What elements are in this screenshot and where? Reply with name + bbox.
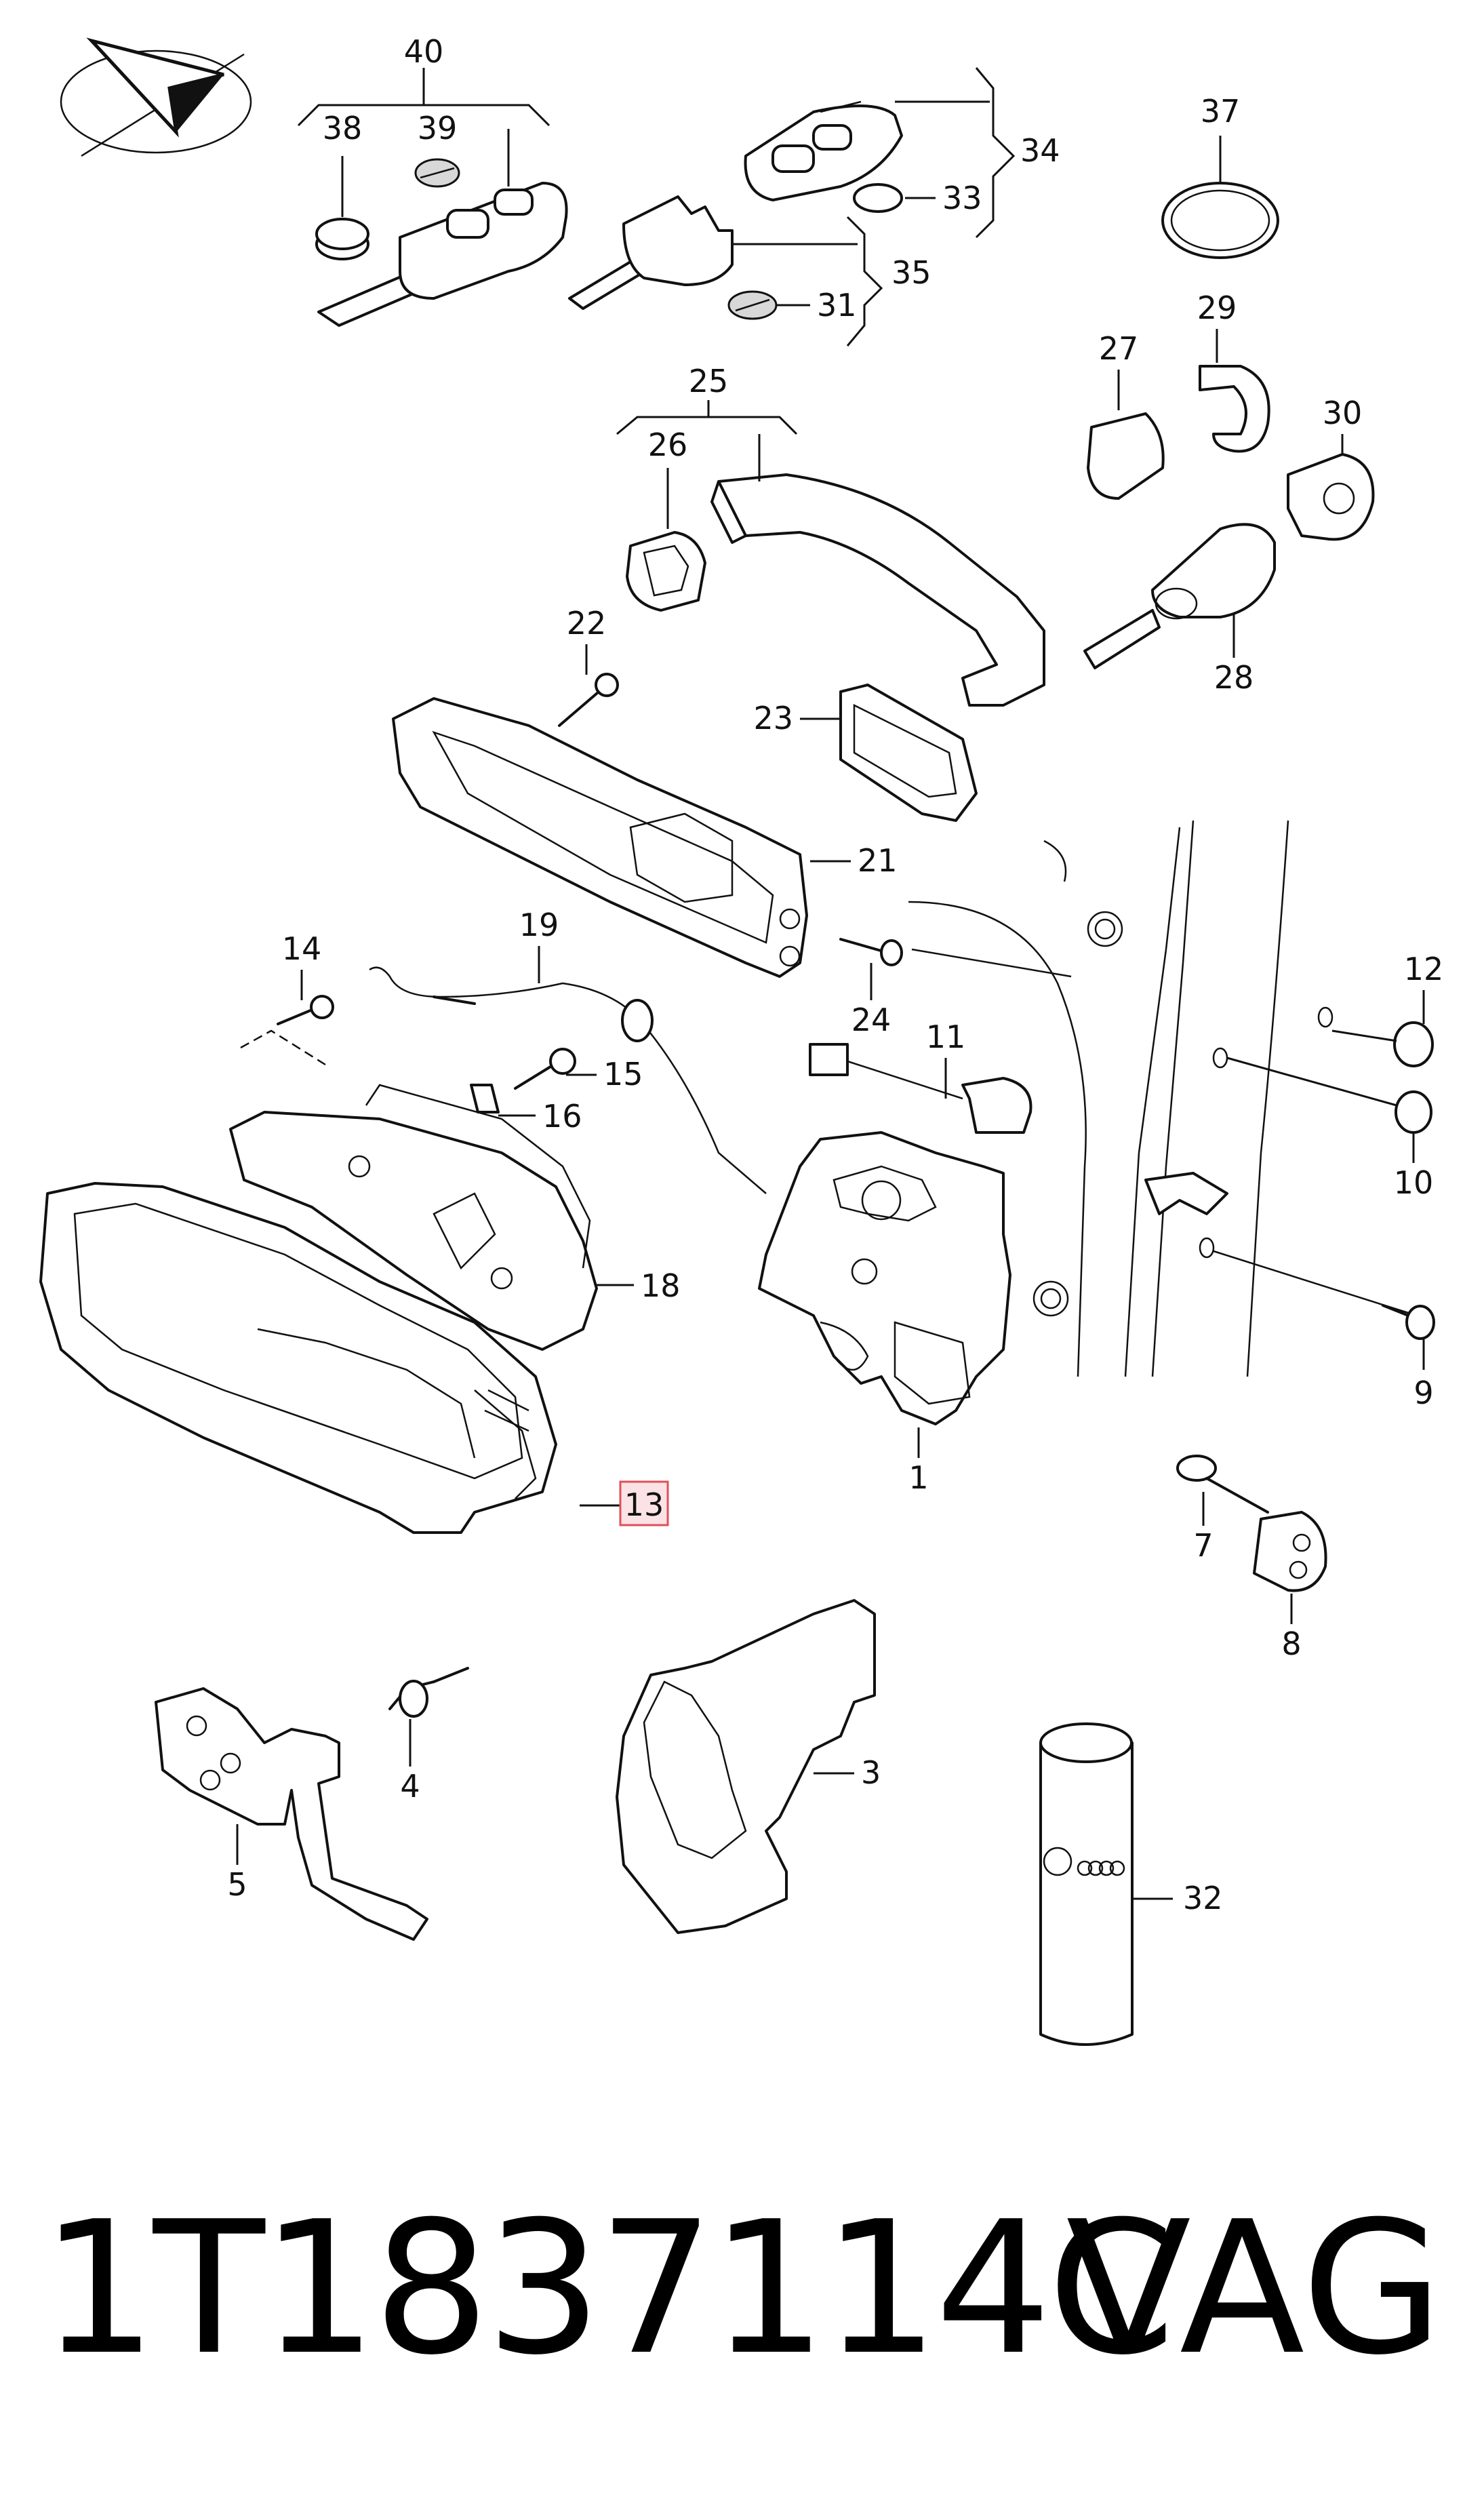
- callout-1: 1: [908, 1459, 928, 1496]
- inner-handle-13: [39, 1182, 557, 1534]
- callout-18: 18: [641, 1267, 681, 1304]
- callout-3: 3: [861, 1754, 881, 1791]
- callout-24: 24: [851, 1002, 891, 1038]
- callout-25: 25: [689, 363, 729, 399]
- callout-19: 19: [519, 907, 559, 943]
- callout-29: 29: [1197, 290, 1237, 326]
- striker-8: [1253, 1511, 1327, 1624]
- screw-14: [240, 970, 334, 1066]
- bracket-30: [1287, 434, 1375, 541]
- callout-16: 16: [542, 1098, 582, 1135]
- callout-21: 21: [858, 842, 898, 879]
- lubricant-can-32: [1039, 1722, 1173, 2046]
- pin-4: [388, 1667, 469, 1767]
- bracket-3: [616, 1599, 876, 1934]
- key-blade-35: [568, 195, 883, 347]
- handle-carrier-21: [392, 697, 851, 978]
- callout-7: 7: [1193, 1527, 1213, 1564]
- callout-38: 38: [323, 110, 363, 146]
- callout-9: 9: [1413, 1375, 1433, 1411]
- bracket-5: [155, 1687, 428, 1941]
- bracket-40: [297, 68, 550, 127]
- o-ring-37: [1161, 136, 1279, 259]
- orientation-arrow-logo: [60, 37, 252, 157]
- seal-29: [1199, 329, 1270, 453]
- remote-34: [744, 67, 1016, 239]
- exterior-handle-25: [710, 434, 1045, 707]
- callout-11: 11: [926, 1019, 966, 1055]
- callout-27: 27: [1099, 330, 1139, 367]
- callout-39: 39: [418, 110, 458, 146]
- callout-4: 4: [400, 1768, 420, 1804]
- callout-34: 34: [1020, 132, 1060, 169]
- callout-31: 31: [817, 287, 857, 323]
- battery-33: [853, 183, 936, 213]
- callout-15: 15: [603, 1056, 643, 1092]
- screw-7: [1176, 1455, 1269, 1526]
- callout-8: 8: [1281, 1625, 1301, 1662]
- key-fob-40: [317, 129, 568, 327]
- screw-24: [839, 938, 903, 1000]
- door-lock-1: [758, 1131, 1011, 1458]
- callout-22: 22: [567, 605, 607, 642]
- cap-27: [1087, 370, 1165, 500]
- door-shell: [908, 820, 1333, 1377]
- screw-9: [1213, 1250, 1435, 1370]
- cable-19: [369, 946, 767, 1194]
- screw-22: [558, 644, 619, 727]
- callout-10: 10: [1394, 1164, 1434, 1201]
- grommet-12: [1331, 990, 1434, 1067]
- callout-33: 33: [942, 180, 982, 216]
- lock-cylinder-28: [1083, 523, 1276, 669]
- callout-14: 14: [282, 930, 322, 967]
- label-disc-39: [414, 158, 460, 188]
- callout-26: 26: [648, 427, 688, 463]
- callout-35: 35: [891, 254, 931, 291]
- brand-name: VAG: [1066, 2182, 1443, 2395]
- gasket-26: [626, 468, 706, 612]
- bracket-25: [616, 400, 798, 435]
- callout-13: 13: [624, 1486, 664, 1523]
- label-disc-31: [727, 290, 810, 320]
- grommet-10: [1226, 1057, 1432, 1163]
- four-rings-logo: [1077, 1860, 1125, 1876]
- callout-12: 12: [1404, 951, 1444, 987]
- screw-15: [514, 1048, 597, 1090]
- gasket-23: [800, 684, 978, 822]
- callout-32: 32: [1183, 1880, 1223, 1916]
- trim-carrier-18: [229, 1084, 634, 1351]
- callout-23: 23: [753, 700, 793, 736]
- callout-40: 40: [404, 33, 444, 70]
- callout-13-highlight: [580, 1480, 669, 1526]
- callout-37: 37: [1201, 93, 1241, 130]
- part-number: 1T1837114C: [41, 2182, 1176, 2395]
- callout-labels: 40 38 39 34 33 35 31 37 25 26 27 29 30 2…: [227, 33, 1443, 1916]
- callout-5: 5: [227, 1866, 247, 1903]
- wire-11: [809, 1043, 1032, 1134]
- battery-38: [315, 156, 369, 260]
- callout-30: 30: [1323, 395, 1363, 431]
- callout-28: 28: [1214, 659, 1254, 696]
- clip-16: [470, 1084, 536, 1117]
